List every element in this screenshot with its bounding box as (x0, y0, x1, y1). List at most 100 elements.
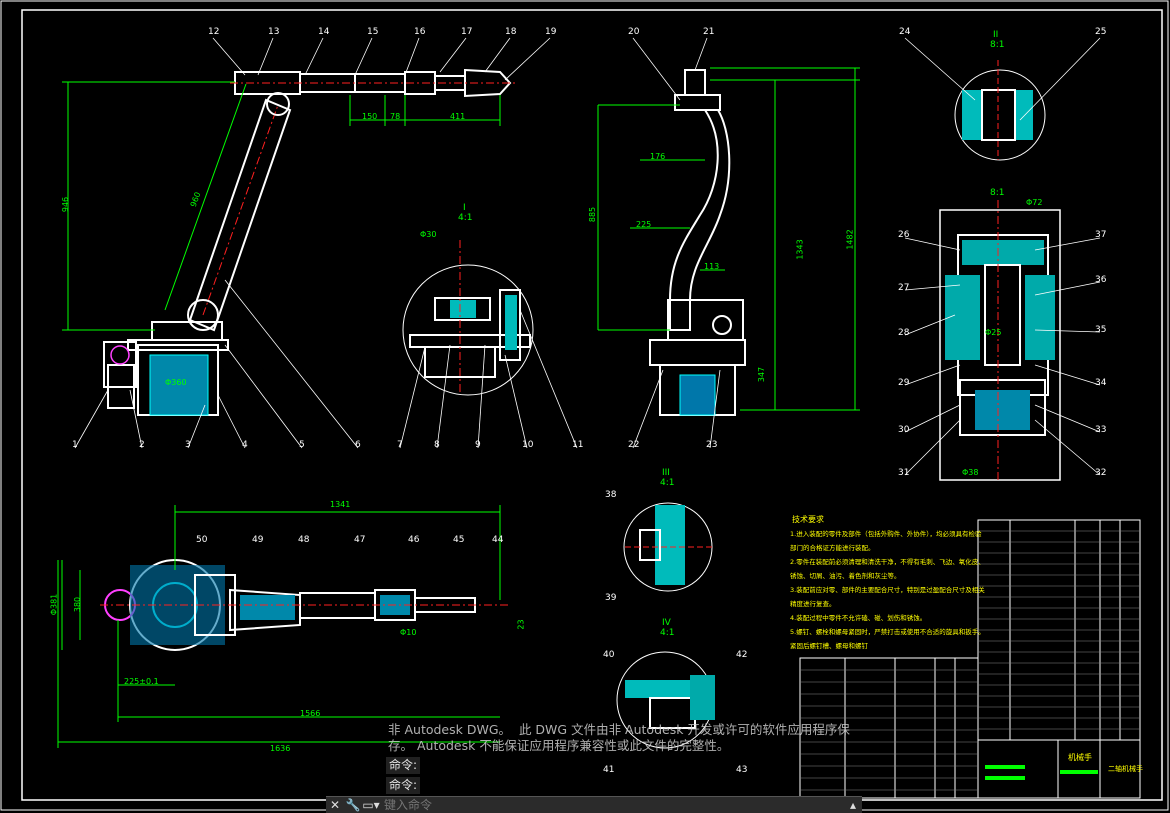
detail-label-II: II (993, 30, 999, 40)
dim-113: 113 (704, 262, 720, 271)
callout-18: 18 (505, 27, 517, 37)
dim-phi72: Φ72 (1026, 198, 1043, 207)
dim-1482: 1482 (845, 229, 855, 250)
command-history-line-2: 命令: (386, 777, 421, 794)
command-history-line-1: 命令: (386, 757, 421, 774)
dim-phi10: Φ10 (400, 628, 417, 637)
detail-label-III: III (662, 468, 670, 478)
detail-II (954, 60, 1046, 161)
callout-50: 50 (196, 535, 208, 545)
dim-411: 411 (450, 112, 466, 121)
detail-scale-V: 8:1 (990, 188, 1005, 198)
callout-28: 28 (898, 328, 910, 338)
callout-14: 14 (318, 27, 330, 37)
side-view-arm (103, 68, 515, 416)
callout-40: 40 (603, 650, 615, 660)
detail-scale-I: 4:1 (458, 213, 473, 223)
tech-note-7: 4.装配过程中零件不允许磕、碰、划伤和锈蚀。 (790, 614, 927, 622)
callout-12: 12 (208, 27, 220, 37)
callout-10: 10 (522, 440, 534, 450)
title-block-part-name: 机械手 (1068, 753, 1092, 762)
dim-150: 150 (362, 112, 378, 121)
tech-note-8: 5.螺钉、螺栓和螺母紧固时，严禁打击或使用不合适的旋具和扳手。 (790, 628, 985, 636)
detail-scale-III: 4:1 (660, 478, 675, 488)
tech-note-6: 精度进行复查。 (790, 600, 836, 608)
detail-scale-II: 8:1 (990, 40, 1005, 50)
command-history-dropdown-icon[interactable]: ▭▾ (362, 798, 380, 812)
title-block-green-fills (985, 765, 1098, 780)
tech-note-1: 1.进入装配的零件及部件（包括外购件、外协件），均必须具有检验 (790, 530, 982, 538)
callout-24: 24 (899, 27, 911, 37)
callout-17: 17 (461, 27, 473, 37)
callout-3: 3 (185, 440, 191, 450)
tech-requirements-title: 技术要求 (792, 515, 824, 524)
detail-label-IV: IV (662, 618, 671, 628)
callout-43: 43 (736, 765, 748, 775)
callout-29: 29 (898, 378, 910, 388)
callout-48: 48 (298, 535, 310, 545)
dim-78: 78 (390, 112, 401, 121)
callout-35: 35 (1095, 325, 1107, 335)
callout-2: 2 (139, 440, 145, 450)
detail-scale-IV: 4:1 (660, 628, 675, 638)
callout-45: 45 (453, 535, 465, 545)
dim-225-tol: 225±0.1 (124, 677, 159, 686)
callout-9: 9 (475, 440, 481, 450)
callout-6: 6 (355, 440, 361, 450)
callout-38: 38 (605, 490, 617, 500)
wrench-icon[interactable]: 🔧 (345, 798, 361, 812)
non-autodesk-dwg-notice: 非 Autodesk DWG。 此 DWG 文件由非 Autodesk 开发或许… (388, 722, 850, 753)
callout-19: 19 (545, 27, 557, 37)
tech-note-9: 紧固后螺钉槽、螺母和螺钉 (790, 642, 868, 650)
dim-phi38: Φ38 (962, 468, 979, 477)
callout-41: 41 (603, 765, 615, 775)
callout-42: 42 (736, 650, 748, 660)
detail-V (939, 200, 1061, 481)
callout-44: 44 (492, 535, 504, 545)
callout-7: 7 (397, 440, 403, 450)
callout-11: 11 (572, 440, 584, 450)
callout-25: 25 (1095, 27, 1107, 37)
callout-26: 26 (898, 230, 910, 240)
dim-1343: 1343 (795, 239, 805, 260)
callout-46: 46 (408, 535, 420, 545)
dim-phi381: Φ381 (49, 593, 59, 616)
tech-note-3: 2.零件在装配前必须清理和清洗干净，不得有毛刺、飞边、氧化皮、 (790, 558, 985, 566)
callout-31: 31 (898, 468, 910, 478)
detail-label-I: I (463, 203, 466, 213)
callout-39: 39 (605, 593, 617, 603)
dim-1341: 1341 (330, 500, 351, 509)
callout-15: 15 (367, 27, 379, 37)
callout-32: 32 (1095, 468, 1107, 478)
tech-note-2: 部门的合格证方能进行装配。 (790, 544, 875, 552)
close-icon[interactable]: ✕ (329, 798, 341, 812)
callout-22: 22 (628, 440, 640, 450)
leader-lines (74, 37, 1101, 476)
callout-34: 34 (1095, 378, 1107, 388)
callout-4: 4 (242, 440, 248, 450)
dim-23: 23 (516, 619, 526, 630)
callout-37: 37 (1095, 230, 1107, 240)
command-input[interactable] (380, 798, 844, 812)
callout-8: 8 (434, 440, 440, 450)
callout-30: 30 (898, 425, 910, 435)
dim-380: 380 (73, 596, 83, 613)
callout-47: 47 (354, 535, 366, 545)
dim-phi360: Φ360 (165, 378, 187, 387)
tech-note-5: 3.装配前应对零、部件的主要配合尺寸，特别是过盈配合尺寸及相关 (790, 586, 985, 594)
callout-20: 20 (628, 27, 640, 37)
detail-IV (616, 651, 715, 749)
title-block-drawing-name: 二轴机械手 (1108, 765, 1143, 773)
dim-225: 225 (636, 220, 652, 229)
callout-49: 49 (252, 535, 264, 545)
callout-23: 23 (706, 440, 718, 450)
chevron-up-icon[interactable]: ▴ (849, 798, 857, 812)
tech-note-4: 锈蚀、切屑、油污、着色剂和灰尘等。 (790, 572, 901, 580)
dim-176: 176 (650, 152, 666, 161)
callout-16: 16 (414, 27, 426, 37)
dim-phi30: Φ30 (420, 230, 437, 239)
rear-view-dimensions (597, 67, 860, 411)
rear-view-arm (649, 69, 746, 416)
dim-1636: 1636 (270, 744, 291, 753)
